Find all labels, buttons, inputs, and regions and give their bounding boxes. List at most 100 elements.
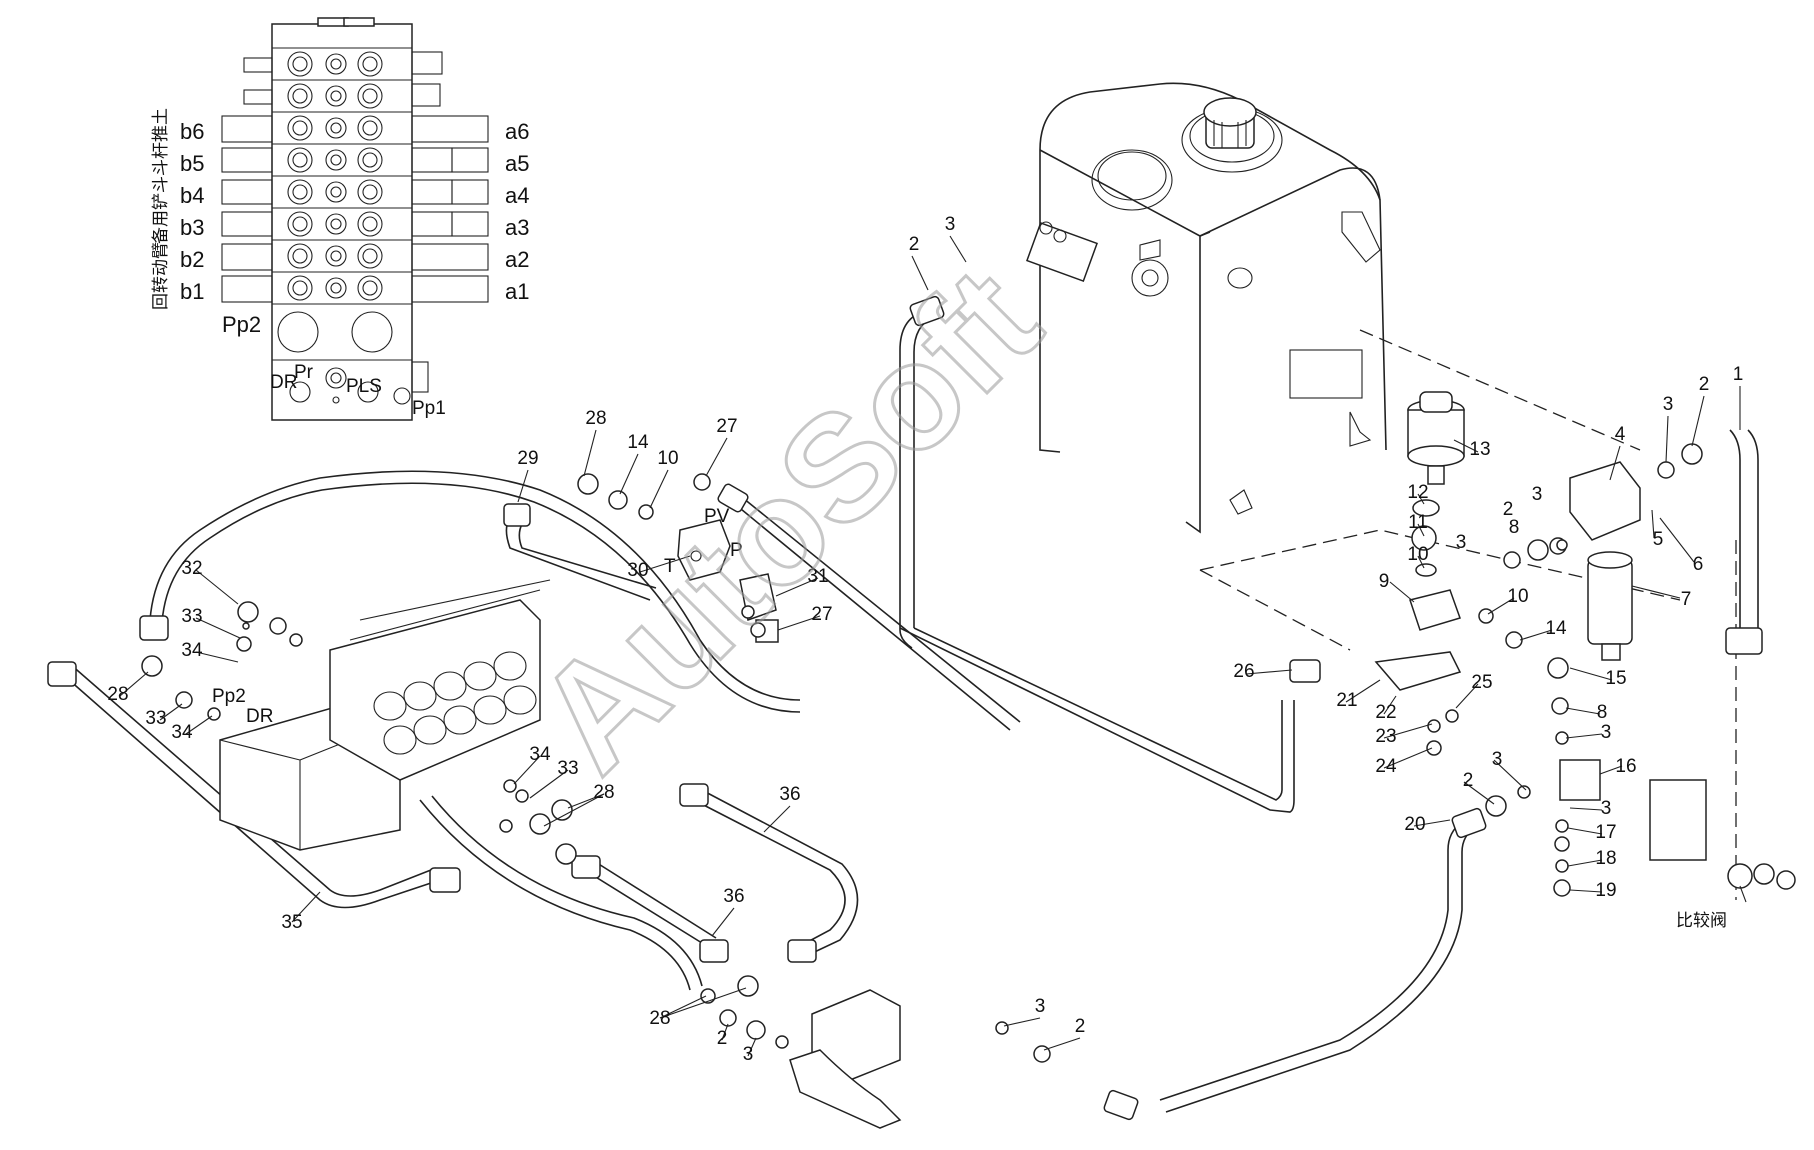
- callout-25: 25: [1471, 672, 1492, 693]
- port-pr: Pr: [294, 362, 314, 383]
- callout-33: 33: [557, 758, 578, 779]
- callout-8: 8: [1597, 702, 1608, 723]
- port-p: P: [730, 540, 743, 561]
- callout-28: 28: [107, 684, 128, 705]
- callout-36: 36: [779, 784, 800, 805]
- callout-2: 2: [1463, 770, 1474, 791]
- valve-port-labels: a6 a5 a4 a3 a2 a1 b6 b5 b4 b3 b2 b1 DR P…: [180, 119, 529, 419]
- callout-14: 14: [627, 432, 649, 453]
- callout-31: 31: [807, 566, 828, 587]
- callout-22: 22: [1375, 702, 1396, 723]
- callout-1: 1: [1733, 364, 1744, 385]
- callout-28: 28: [649, 1008, 670, 1029]
- callout-19: 19: [1595, 880, 1616, 901]
- callout-29: 29: [517, 448, 538, 469]
- leader-lines: [119, 235, 1747, 1057]
- callout-2: 2: [909, 234, 920, 255]
- callout-36: 36: [723, 886, 744, 907]
- port-pp1: Pp1: [412, 398, 446, 419]
- port-b3: b3: [180, 215, 204, 240]
- control-valve-assembly: [141, 473, 1051, 1129]
- callout-8: 8: [1509, 517, 1520, 538]
- label-pp2-small: Pp2: [212, 686, 246, 707]
- callout-26: 26: [1233, 661, 1254, 682]
- label-dozer: 推土: [151, 108, 170, 142]
- callout-28: 28: [593, 782, 614, 803]
- port-a6: a6: [505, 119, 529, 144]
- port-pv: PV: [704, 506, 730, 527]
- callout-3: 3: [1492, 749, 1503, 770]
- callout-4: 4: [1615, 424, 1626, 445]
- callout-20: 20: [1404, 814, 1425, 835]
- port-b6: b6: [180, 119, 204, 144]
- callout-12: 12: [1407, 482, 1428, 503]
- callout-3: 3: [1601, 798, 1612, 819]
- callout-3: 3: [1663, 394, 1674, 415]
- callout-2: 2: [717, 1028, 728, 1049]
- port-a1: a1: [505, 279, 529, 304]
- callout-10: 10: [657, 448, 678, 469]
- port-a5: a5: [505, 151, 529, 176]
- callout-14: 14: [1545, 618, 1567, 639]
- callout-3: 3: [1532, 484, 1543, 505]
- callout-27: 27: [811, 604, 832, 625]
- callout-33: 33: [145, 708, 166, 729]
- callout-2: 2: [1503, 499, 1514, 520]
- part-number-callouts: 1234567238313121110910141583163171819322…: [107, 214, 1743, 1065]
- callout-34: 34: [529, 744, 551, 765]
- callout-3: 3: [1601, 722, 1612, 743]
- filter-assembly: [1374, 391, 1707, 861]
- label-boom: 动臂: [151, 242, 170, 276]
- mounting-dashed-lines: [1199, 329, 1737, 900]
- callout-35: 35: [281, 912, 302, 933]
- callout-27: 27: [716, 416, 737, 437]
- port-a4: a4: [505, 183, 529, 208]
- block-port-labels: T PV P Pp2 DR: [212, 506, 743, 727]
- callout-9: 9: [1379, 571, 1390, 592]
- fittings-right: [1426, 443, 1796, 897]
- port-b4: b4: [180, 183, 204, 208]
- callout-6: 6: [1693, 554, 1704, 575]
- callout-15: 15: [1605, 668, 1626, 689]
- callout-30: 30: [627, 560, 648, 581]
- callout-3: 3: [945, 214, 956, 235]
- callout-33: 33: [181, 606, 202, 627]
- callout-34: 34: [171, 722, 193, 743]
- callout-32: 32: [181, 558, 202, 579]
- port-dr: DR: [270, 372, 297, 393]
- label-swing: 回转: [151, 276, 170, 310]
- callout-2: 2: [1699, 374, 1710, 395]
- port-a2: a2: [505, 247, 529, 272]
- callout-3: 3: [1456, 532, 1467, 553]
- callout-13: 13: [1469, 439, 1490, 460]
- port-a3: a3: [505, 215, 529, 240]
- callout-3: 3: [1035, 996, 1046, 1017]
- callout-23: 23: [1375, 726, 1396, 747]
- label-dr-small: DR: [246, 706, 273, 727]
- callout-11: 11: [1408, 512, 1428, 533]
- callout-34: 34: [181, 640, 203, 661]
- port-b2: b2: [180, 247, 204, 272]
- hose-end-fittings: [47, 295, 1763, 1121]
- port-pp2: Pp2: [222, 312, 261, 337]
- callout-17: 17: [1595, 822, 1616, 843]
- port-t: T: [664, 556, 676, 577]
- label-comparison-valve: 比较阀: [1676, 911, 1727, 930]
- label-stick: 斗杆: [151, 142, 170, 176]
- callout-3: 3: [743, 1044, 754, 1065]
- port-pls: PLS: [346, 376, 382, 397]
- hydraulic-tank: [1026, 82, 1387, 534]
- function-labels: 推土 斗杆 铲斗 备用 动臂 回转: [151, 108, 170, 310]
- watermark: AutoSoft: [504, 236, 1070, 802]
- label-bucket: 铲斗: [151, 176, 170, 210]
- port-b1: b1: [180, 279, 204, 304]
- callout-7: 7: [1681, 589, 1692, 610]
- callout-16: 16: [1615, 756, 1636, 777]
- port-b5: b5: [180, 151, 204, 176]
- callout-10: 10: [1407, 544, 1428, 565]
- callout-28: 28: [585, 408, 606, 429]
- callout-18: 18: [1595, 848, 1616, 869]
- main-valve-front-view: [221, 17, 489, 421]
